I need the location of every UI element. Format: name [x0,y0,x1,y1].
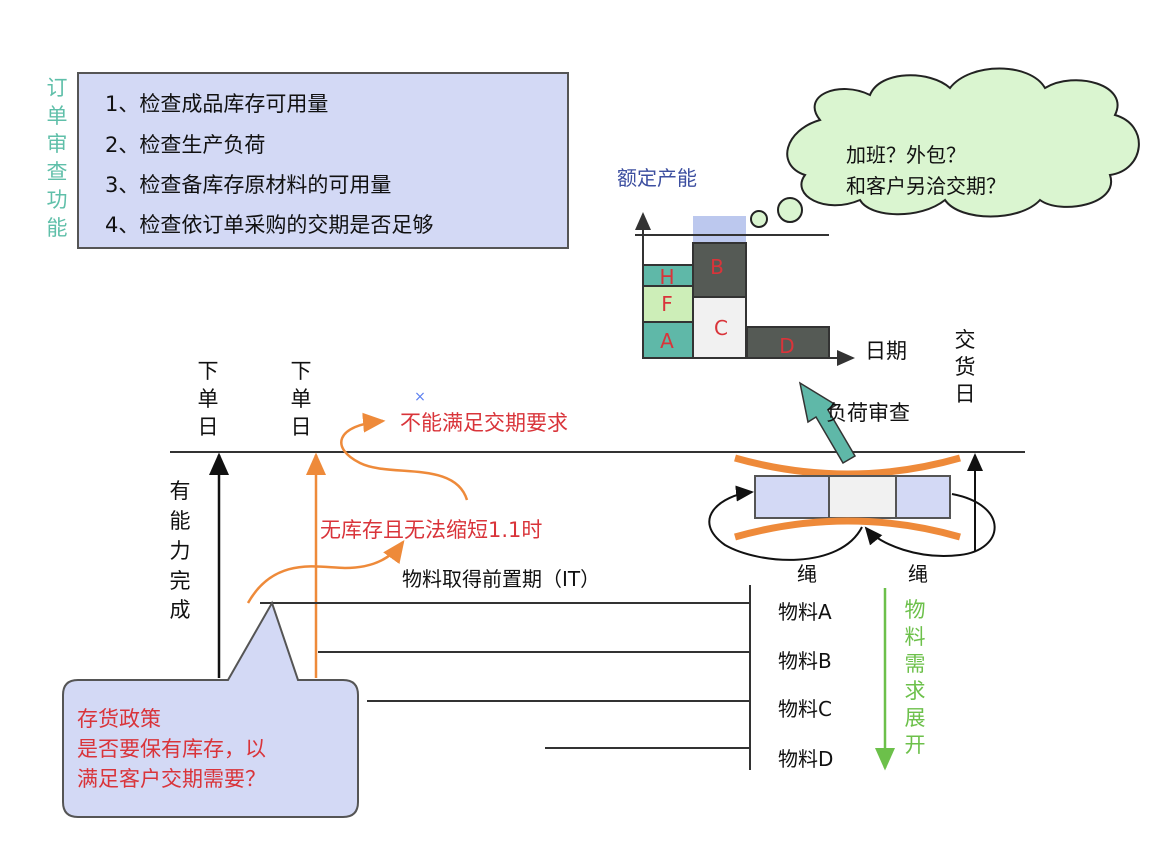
x-axis-label: 日期 [865,339,907,363]
title-char: 审 [47,132,68,156]
curved-arrow-no-stock [246,539,405,604]
label-char: 求 [905,679,926,703]
buffer-left [754,475,830,519]
material-label: 物料D [778,747,833,771]
rope-top [734,454,961,478]
label-char: 需 [905,652,926,676]
label-char: 日 [955,382,976,406]
buffer-right [895,475,951,519]
lead-time-label: 物料取得前置期（IT） [402,567,600,591]
no-stock-text: 无库存且无法缩短1.1时 [320,518,542,542]
rope-loop-right [864,493,996,557]
rope-label: 绳 [908,562,928,586]
curved-arrow-cannot-meet [340,412,469,501]
rope-loop-left [708,485,863,561]
thought-bubble-large [777,197,803,223]
overload-block [693,216,746,243]
label-char: 有 [170,479,191,503]
block-b [692,242,747,298]
title-char: 查 [47,160,68,184]
label-char: 下 [291,359,312,383]
label-char: 展 [905,706,926,730]
material-label: 物料C [778,697,832,721]
block-label: A [660,329,674,353]
label-char: 日 [291,415,312,439]
load-review-arrow [798,381,857,465]
block-d [746,326,830,359]
block-label: H [659,265,674,289]
order-review-function-title: 订 单 审 查 功 能 [47,76,68,240]
label-char: 成 [170,598,191,622]
label-char: 单 [291,387,312,411]
block-label: B [710,255,724,279]
label-char: 物 [905,598,926,622]
label-char: 料 [905,625,926,649]
material-label: 物料A [778,600,832,624]
callout-text: 存货政策 [77,707,161,731]
check-item: 1、检查成品库存可用量 [105,92,328,116]
check-item: 3、检查备库存原材料的可用量 [105,173,391,197]
capacity-title: 额定产能 [617,166,697,190]
label-char: 单 [198,387,219,411]
material-label: 物料B [778,649,832,673]
cloud-text: 加班？外包？ [846,143,966,167]
label-char: 交 [955,328,976,352]
title-char: 功 [47,188,68,212]
check-item: 2、检查生产负荷 [105,133,265,157]
rope-bottom [734,517,961,541]
block-label: D [779,334,794,358]
delivery-day-label: 交 货 日 [955,328,976,406]
inventory-policy-callout [62,600,359,818]
title-char: 单 [47,104,68,128]
check-list-box [77,72,569,249]
label-char: 力 [170,539,191,563]
label-char: 完 [170,569,191,593]
label-char: 货 [955,355,976,379]
cannot-meet-text: 不能满足交期要求 [400,411,568,435]
cloud-text: 和客户另洽交期？ [846,174,1006,198]
cross-marker: × [414,389,426,405]
thought-bubble-small [750,210,768,228]
load-review-label: 负荷审查 [826,401,910,425]
label-char: 能 [170,509,191,533]
block-label: C [714,316,728,340]
label-char: 开 [905,733,926,757]
block-label: F [661,292,673,316]
label-char: 日 [198,415,219,439]
buffer-middle [828,475,897,519]
thought-cloud [750,67,1140,228]
callout-text: 满足客户交期需要？ [77,767,266,791]
title-char: 能 [47,216,68,240]
label-char: 下 [198,359,219,383]
callout-text: 是否要保有库存，以 [77,737,266,761]
check-item: 4、检查依订单采购的交期是否足够 [105,213,433,237]
rope-label: 绳 [797,562,817,586]
title-char: 订 [47,76,68,100]
